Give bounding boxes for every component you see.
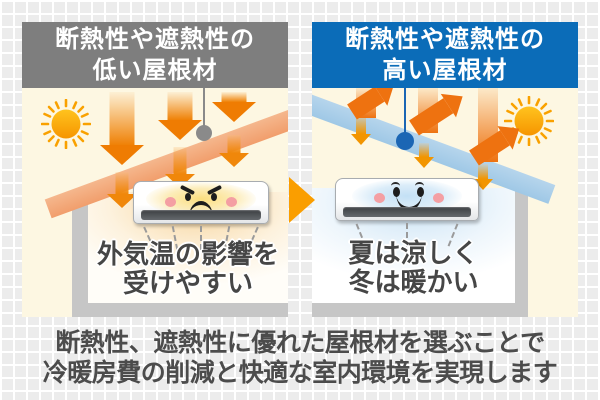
- footer-line2: 冷暖房費の削減と快適な室内環境を実現します: [42, 359, 558, 387]
- room-wall-left: [72, 192, 88, 317]
- panel-right-caption-line2: 冬は暖かい: [348, 267, 479, 297]
- roof-pin-icon: [396, 132, 414, 150]
- eye: [417, 187, 424, 197]
- heat-arrow-through-icon: [107, 172, 137, 208]
- panel-right-illustration: 夏は涼しく 冬は暖かい: [312, 88, 578, 317]
- small-heat-arrow-icon: [473, 164, 493, 190]
- sun-icon: [41, 99, 91, 149]
- small-heat-arrow-icon: [414, 143, 434, 168]
- panel-right-caption: 夏は涼しく 冬は暖かい: [312, 239, 515, 297]
- transition-arrow-icon: [289, 177, 315, 223]
- airflow-dashes-icon: [140, 226, 260, 252]
- panel-left-caption: 外気温の影響を 受けやすい: [78, 240, 288, 298]
- ac-vent: [141, 210, 261, 220]
- happy-brow: [415, 182, 424, 190]
- panel-left-title-line2: 低い屋根材: [92, 57, 218, 84]
- panel-right-header: 断熱性や遮熱性の 高い屋根材: [312, 22, 578, 88]
- cheek: [374, 193, 385, 203]
- room-wall-right: [515, 185, 528, 317]
- panel-right-caption-line1: 夏は涼しく: [348, 238, 479, 268]
- panel-high-insulation: 断熱性や遮熱性の 高い屋根材: [312, 22, 578, 317]
- air-conditioner-icon: [133, 181, 269, 224]
- heat-arrow-icon: [100, 92, 144, 165]
- panel-right-title-line1: 断熱性や遮熱性の: [345, 26, 545, 53]
- eye: [393, 187, 400, 197]
- heat-arrow-icon: [212, 92, 256, 122]
- panel-left-caption-line2: 受けやすい: [122, 268, 253, 298]
- roof-pin-line: [404, 88, 406, 141]
- cheek: [226, 197, 237, 207]
- eye: [211, 193, 217, 201]
- airflow-dashes-icon: [346, 223, 466, 249]
- eye: [185, 193, 191, 201]
- angry-face-icon: [156, 182, 246, 216]
- ac-vent: [343, 207, 471, 217]
- footer-line1: 断熱性、遮熱性に優れた屋根材を選ぶことで: [55, 329, 545, 357]
- room-floor: [72, 303, 288, 317]
- panel-left-title-line1: 断熱性や遮熱性の: [55, 26, 255, 53]
- panel-low-insulation: 断熱性や遮熱性の 低い屋根材: [22, 22, 288, 317]
- frown-mouth: [189, 201, 213, 217]
- panel-left-illustration: 外気温の影響を 受けやすい: [22, 88, 288, 317]
- panel-left-header: 断熱性や遮熱性の 低い屋根材: [22, 22, 288, 88]
- heat-arrow-through-icon: [219, 135, 249, 167]
- small-heat-arrow-icon: [351, 114, 371, 145]
- air-conditioner-icon: [335, 178, 479, 221]
- panel-left-caption-line1: 外気温の影響を: [96, 239, 279, 269]
- cheek: [165, 197, 176, 207]
- heat-arrow-icon: [158, 92, 202, 140]
- sun-icon: [504, 96, 554, 146]
- room-floor: [312, 303, 528, 317]
- roof-pin-icon: [196, 125, 212, 141]
- roof-pin-line: [203, 88, 205, 133]
- footer-summary: 断熱性、遮熱性に優れた屋根材を選ぶことで 冷暖房費の削減と快適な室内環境を実現し…: [0, 328, 600, 388]
- panel-right-title-line2: 高い屋根材: [382, 57, 508, 84]
- cheek: [433, 193, 444, 203]
- happy-brow: [391, 182, 400, 190]
